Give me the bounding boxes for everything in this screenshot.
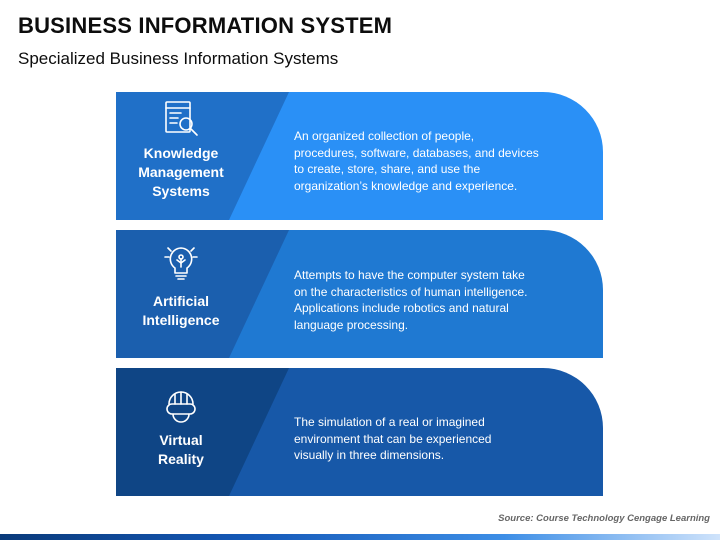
- vr-headset-icon: [166, 391, 196, 423]
- card-label: Virtual Reality: [158, 432, 204, 467]
- source-citation: Source: Course Technology Cengage Learni…: [498, 513, 710, 524]
- card-description: The simulation of a real or imagined env…: [294, 415, 492, 462]
- card-knowledge-management: Knowledge Management Systems An organize…: [116, 92, 603, 220]
- ai-lightbulb-icon: [164, 247, 198, 280]
- card-background: [116, 92, 603, 220]
- card-label: Knowledge Management Systems: [138, 145, 224, 199]
- card-label: Artificial Intelligence: [142, 293, 220, 328]
- page-title: BUSINESS INFORMATION SYSTEM: [18, 13, 393, 38]
- page-subtitle: Specialized Business Information Systems: [18, 49, 339, 68]
- card-artificial-intelligence: Artificial Intelligence Attempts to have…: [116, 230, 603, 358]
- card-background: [116, 230, 603, 358]
- card-background: [116, 368, 603, 496]
- document-search-icon: [165, 101, 198, 136]
- card-description: Attempts to have the computer system tak…: [294, 268, 528, 332]
- card-description: An organized collection of people, proce…: [294, 129, 539, 193]
- card-virtual-reality: Virtual Reality The simulation of a real…: [116, 368, 603, 496]
- bottom-accent-bar: [0, 534, 720, 540]
